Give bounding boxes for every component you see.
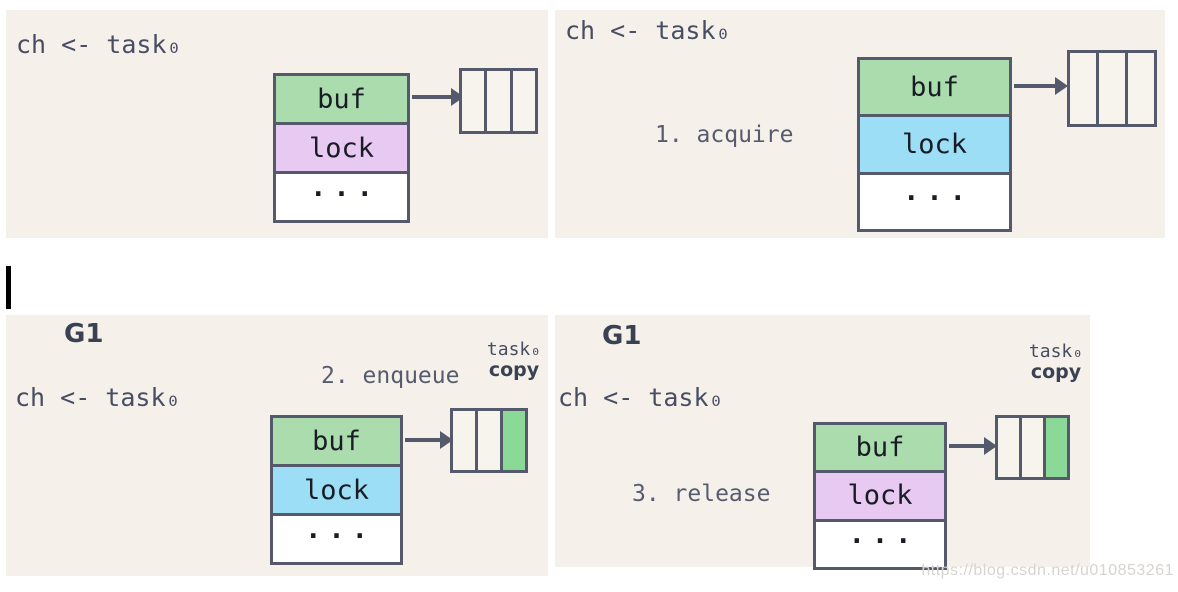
watermark: https://blog.csdn.net/u010853261 [921,562,1174,579]
ring-buffer [1067,50,1157,127]
ring-buffer [450,408,528,473]
struct-row-buf: buf [273,418,400,464]
task-copy-line2: copy [488,358,540,381]
struct-row-lock: lock [860,114,1009,172]
buf-field-label: buf [317,83,366,115]
buffer-cell [453,411,475,470]
buffer-cell [509,71,535,131]
struct-row-buf: buf [860,60,1009,115]
buf-pointer-arrow [1014,77,1068,95]
task-copy-line2: copy [1030,360,1082,383]
ring-buffer [995,415,1070,480]
panel-step3-release: G1 ch <- task₀ 3. release task₀ copy buf… [555,315,1090,570]
struct-row-buf: buf [816,425,944,471]
buf-field-label: buf [855,432,905,464]
struct-row-lock: lock [276,122,407,171]
lock-field-label: lock [308,132,375,164]
ellipsis-label: ... [848,518,919,550]
channel-send-code: ch <- task₀ [15,383,181,412]
task-copy-label: task₀ copy [1023,341,1089,384]
task-copy-line1: task₀ [1028,341,1084,362]
struct-row-ellipsis: ... [276,171,407,220]
hchan-struct: buf lock ... [273,73,410,223]
hchan-struct: buf lock ... [270,415,403,565]
struct-row-ellipsis: ... [273,513,400,562]
ellipsis-label: ... [903,176,973,208]
ellipsis-label: ... [305,513,375,545]
buffer-cell-filled [1043,418,1067,477]
panel-step1-acquire: ch <- task₀ 1. acquire buf lock ... [555,10,1165,238]
step-label: 3. release [632,481,771,507]
buffer-cell [1070,53,1096,124]
goroutine-label: G1 [64,319,104,349]
struct-row-ellipsis: ... [816,518,944,567]
buffer-cell [475,411,500,470]
buf-pointer-arrow [949,437,997,455]
step-label: 1. acquire [655,122,794,148]
buffer-cell [1096,53,1125,124]
panel-step0-send: ch <- task₀ buf lock ... [6,10,548,238]
ellipsis-label: ... [310,171,380,203]
text-cursor[interactable] [6,266,11,309]
channel-send-code: ch <- task₀ [558,383,724,412]
buffer-cell [998,418,1019,477]
struct-row-buf: buf [276,76,407,122]
buf-pointer-arrow [412,88,464,106]
lock-field-label: lock [901,128,968,160]
task-copy-line1: task₀ [486,339,542,360]
buffer-cell [1125,53,1154,124]
buffer-cell [462,71,485,131]
buf-field-label: buf [910,71,959,103]
buf-pointer-arrow [405,431,453,449]
buffer-cell [1019,418,1043,477]
channel-send-code: ch <- task₀ [565,16,731,45]
panel-step2-enqueue: G1 ch <- task₀ 2. enqueue task₀ copy buf… [6,315,548,576]
buffer-cell-filled [500,411,525,470]
hchan-struct: buf lock ... [813,422,947,570]
buf-field-label: buf [312,425,361,457]
task-copy-label: task₀ copy [482,339,546,382]
hchan-struct: buf lock ... [857,57,1012,232]
struct-row-lock: lock [816,470,944,519]
buffer-cell [484,71,510,131]
lock-field-label: lock [847,480,913,512]
lock-field-label: lock [303,474,370,506]
channel-send-code: ch <- task₀ [16,30,182,59]
goroutine-label: G1 [602,321,642,351]
step-label: 2. enqueue [321,363,460,389]
struct-row-lock: lock [273,464,400,513]
struct-row-ellipsis: ... [860,171,1009,229]
ring-buffer [459,68,538,134]
